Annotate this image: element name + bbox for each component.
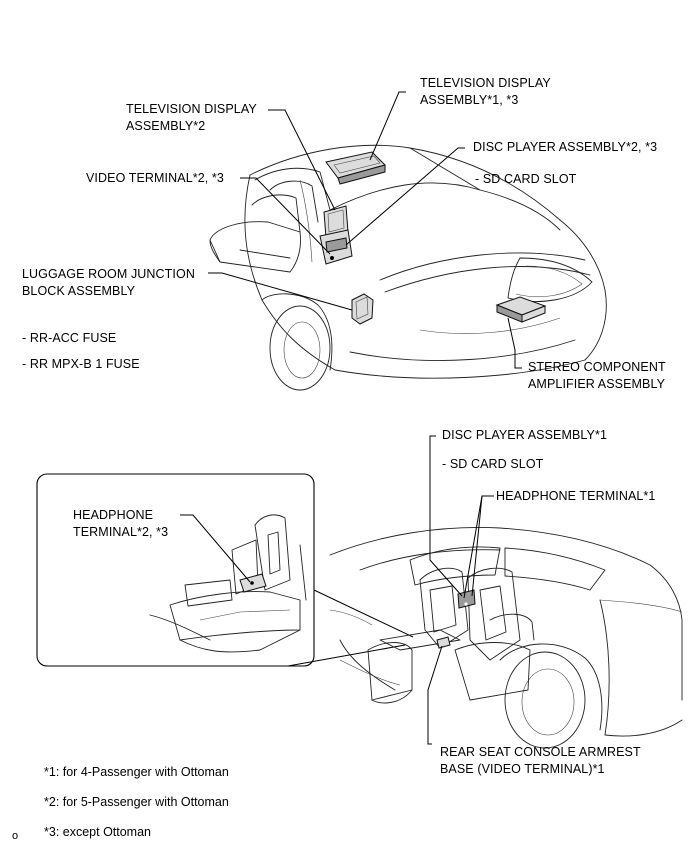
label-tv-display-1-3: TELEVISION DISPLAY ASSEMBLY*1, *3 <box>420 76 551 107</box>
luggage-junction-block <box>351 293 374 325</box>
footnote-1: *1: for 4-Passenger with Ottoman <box>44 765 229 779</box>
label-video-terminal: VIDEO TERMINAL*2, *3 <box>86 171 224 185</box>
corner-mark: o <box>12 830 19 842</box>
label-sd-card-slot-bottom: - SD CARD SLOT <box>442 457 544 471</box>
label-disc-player-2-3: DISC PLAYER ASSEMBLY*2, *3 <box>473 140 658 154</box>
label-headphone-1: HEADPHONE TERMINAL*1 <box>496 489 656 503</box>
stereo-amplifier <box>495 296 547 323</box>
label-tv-display-2: TELEVISION DISPLAY ASSEMBLY*2 <box>126 102 257 133</box>
footnote-2: *2: for 5-Passenger with Ottoman <box>44 795 229 809</box>
inset-panel <box>36 473 315 667</box>
label-sd-card-slot-top: - SD CARD SLOT <box>475 172 577 186</box>
top-leader-lines <box>208 91 522 369</box>
label-console-armrest: REAR SEAT CONSOLE ARMREST BASE (VIDEO TE… <box>440 745 641 776</box>
label-rr-mpx-fuse: - RR MPX-B 1 FUSE <box>22 357 140 371</box>
footnote-3: *3: except Ottoman <box>44 825 152 839</box>
label-headphone-2-3: HEADPHONE TERMINAL*2, *3 <box>73 508 169 539</box>
top-car-body <box>209 144 607 391</box>
bottom-leader-lines <box>427 435 494 745</box>
label-rr-acc-fuse: - RR-ACC FUSE <box>22 331 117 345</box>
inset-connector-top <box>313 589 414 638</box>
label-luggage-junction: LUGGAGE ROOM JUNCTION BLOCK ASSEMBLY <box>22 267 195 298</box>
inset-connector-bottom <box>287 644 406 667</box>
tv-display-roof <box>325 151 386 185</box>
bottom-car-body <box>329 527 683 749</box>
label-stereo-amp: STEREO COMPONENT AMPLIFIER ASSEMBLY <box>528 360 666 391</box>
rear-console <box>319 229 353 265</box>
label-disc-player-1: DISC PLAYER ASSEMBLY*1 <box>442 428 607 442</box>
